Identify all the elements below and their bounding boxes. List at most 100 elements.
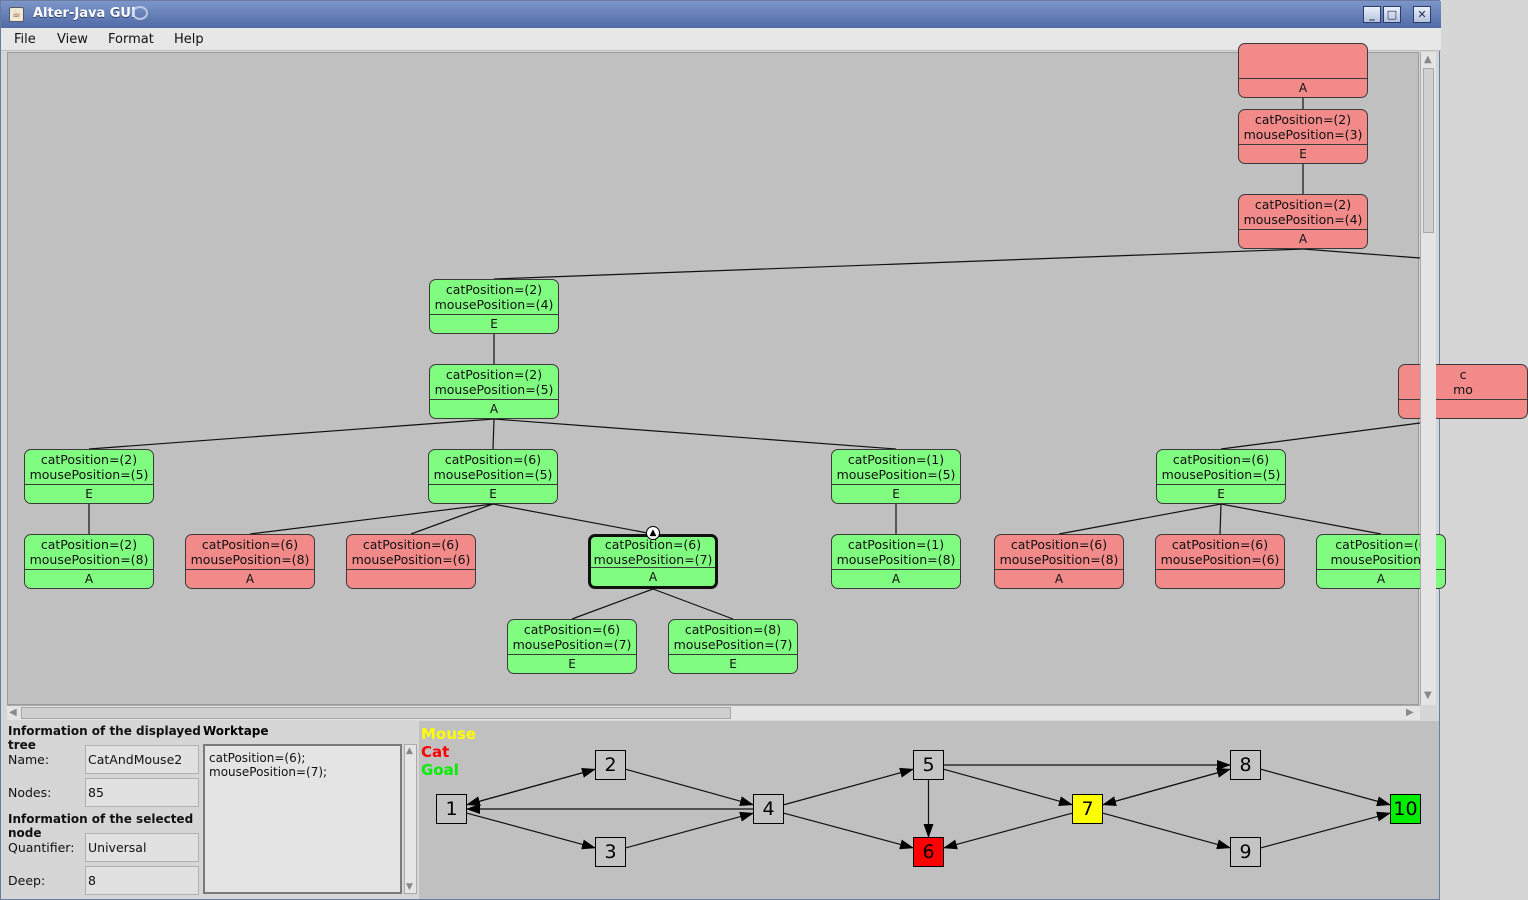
horizontal-scroll-thumb[interactable] — [21, 707, 731, 719]
scroll-up-icon[interactable]: ▲ — [1424, 54, 1432, 65]
tree-node[interactable]: catPosition=(6)mousePosition=(8)A — [994, 534, 1124, 589]
tree-node[interactable]: catPosition=(1)mousePosition=(8)A — [831, 534, 961, 589]
menu-format[interactable]: Format — [108, 32, 154, 47]
graph-edge — [625, 811, 754, 849]
graph-node-1[interactable]: 1 — [436, 794, 467, 824]
scroll-left-icon[interactable]: ◀ — [9, 707, 17, 718]
node-cat-position: catPosition=(6 — [1335, 537, 1427, 552]
node-mouse-position: mousePosition=(8) — [836, 552, 956, 567]
menu-view[interactable]: View — [57, 32, 88, 47]
node-quantifier: A — [25, 569, 153, 588]
tree-edge — [1302, 248, 1421, 259]
node-mouse-position: mousePosition=(7) — [673, 637, 793, 652]
node-cat-position: catPosition=(6) — [604, 537, 702, 552]
graph-edge — [1260, 768, 1391, 807]
tree-edge — [249, 503, 494, 535]
worktape-header: Worktape — [203, 724, 269, 738]
node-quantifier: E — [25, 484, 153, 503]
tree-edge — [88, 418, 495, 450]
worktape-scrollbar[interactable]: ▲ ▼ — [404, 744, 417, 894]
scroll-down-icon[interactable]: ▼ — [406, 882, 413, 892]
quantifier-field: Universal — [85, 833, 199, 862]
tree-node[interactable]: catPosition=(2)mousePosition=(3)E — [1238, 109, 1368, 164]
node-cat-position: catPosition=(2) — [445, 367, 543, 382]
graph-node-3[interactable]: 3 — [595, 837, 626, 867]
menu-file[interactable]: File — [14, 32, 36, 47]
node-cat-position: c — [1459, 367, 1467, 382]
info-panel: Information of the displayed tree Name: … — [1, 721, 201, 899]
tree-node[interactable]: A — [1238, 43, 1368, 98]
tree-info-header: Information of the displayed tree — [8, 724, 201, 752]
tree-node[interactable]: catPosition=(2)mousePosition=(4)E — [429, 279, 559, 334]
tree-node[interactable]: catPosition=(2)mousePosition=(4)A — [1238, 194, 1368, 249]
close-button[interactable]: ✕ — [1413, 6, 1431, 23]
tree-node-selected[interactable]: catPosition=(6)mousePosition=(7)A — [588, 534, 718, 589]
minimize-button[interactable]: _ — [1363, 6, 1381, 23]
graph-edge — [783, 812, 914, 850]
node-quantifier: E — [669, 654, 797, 673]
legend-cat: Cat — [421, 743, 450, 761]
title-bar[interactable]: ☕ Alter-Java GUI _ □ ✕ — [1, 1, 1441, 28]
legend-mouse: Mouse — [421, 725, 477, 743]
scroll-right-icon[interactable]: ▶ — [1406, 707, 1414, 718]
tree-node[interactable]: catPosition=(2)mousePosition=(8)A — [24, 534, 154, 589]
node-cat-position: catPosition=(2) — [1254, 197, 1352, 212]
node-mouse-position: mo — [1453, 382, 1473, 397]
tree-edge — [410, 503, 494, 535]
maximize-button[interactable]: □ — [1383, 6, 1401, 23]
node-mouse-position: mousePosition=(5) — [29, 467, 149, 482]
name-field: CatAndMouse2 — [85, 745, 199, 774]
tree-edge — [652, 588, 734, 620]
graph-node-6[interactable]: 6 — [913, 837, 944, 867]
graph-node-2[interactable]: 2 — [595, 750, 626, 780]
tree-node[interactable]: catPosition=(1)mousePosition=(5)E — [831, 449, 961, 504]
tree-node[interactable]: catPosition=(6)mousePosition=(8)A — [185, 534, 315, 589]
tree-node[interactable]: catPosition=(6)mousePosition=(5)E — [1156, 449, 1286, 504]
node-mouse-position: mousePosition=(5) — [434, 382, 554, 397]
deep-label: Deep: — [8, 873, 46, 888]
tree-node[interactable]: catPosition=(6)mousePosition=(7)E — [507, 619, 637, 674]
menu-bar: File View Format Help — [1, 28, 1441, 51]
node-cat-position: catPosition=(6) — [1010, 537, 1108, 552]
node-mouse-position: mousePosition=(7) — [593, 552, 713, 567]
tree-node[interactable]: catPosition=(6)mousePosition=(6) — [346, 534, 476, 589]
collapse-toggle-icon[interactable]: ▲ — [646, 526, 660, 540]
tree-node[interactable]: catPosition=(2)mousePosition=(5)E — [24, 449, 154, 504]
tree-edge — [493, 418, 897, 450]
tree-node[interactable]: catPosition=(6)mousePosition=(6) — [1155, 534, 1285, 589]
scroll-up-icon[interactable]: ▲ — [406, 746, 413, 756]
node-quantifier: A — [430, 399, 558, 418]
graph-edge — [1102, 812, 1231, 850]
node-mouse-position — [1239, 61, 1367, 76]
graph-node-8[interactable]: 8 — [1230, 750, 1261, 780]
graph-edge — [1102, 768, 1231, 807]
tree-edge — [1219, 503, 1222, 535]
scroll-down-icon[interactable]: ▼ — [1424, 690, 1432, 701]
tree-horizontal-scrollbar[interactable]: ◀ ▶ — [7, 705, 1420, 720]
graph-node-4[interactable]: 4 — [753, 794, 784, 824]
tree-node[interactable]: catPosition=(8)mousePosition=(7)E — [668, 619, 798, 674]
tree-edges — [88, 98, 1421, 620]
deep-field: 8 — [85, 866, 199, 895]
graph-edge — [466, 768, 596, 807]
node-quantifier: A — [832, 569, 960, 588]
vertical-scroll-thumb[interactable] — [1423, 68, 1434, 233]
tree-node[interactable]: catPosition=(6)mousePosition=(5)E — [428, 449, 558, 504]
graph-node-10[interactable]: 10 — [1390, 794, 1421, 824]
graph-node-9[interactable]: 9 — [1230, 837, 1261, 867]
tree-node[interactable]: catPosition=(2)mousePosition=(5) A — [429, 364, 559, 419]
graph-node-5[interactable]: 5 — [913, 750, 944, 780]
graph-node-7[interactable]: 7 — [1072, 794, 1103, 824]
tree-edge — [493, 248, 1304, 280]
selected-node-header: Information of the selected node — [8, 812, 194, 840]
worktape-textarea[interactable]: catPosition=(6); mousePosition=(7); — [203, 744, 402, 894]
node-cat-position — [1239, 46, 1367, 61]
quantifier-label: Quantifier: — [8, 840, 75, 855]
node-cat-position: catPosition=(2) — [1254, 112, 1352, 127]
menu-help[interactable]: Help — [174, 32, 204, 47]
node-quantifier: E — [1239, 144, 1367, 163]
tree-vertical-scrollbar[interactable]: ▲ ▼ — [1420, 52, 1436, 705]
